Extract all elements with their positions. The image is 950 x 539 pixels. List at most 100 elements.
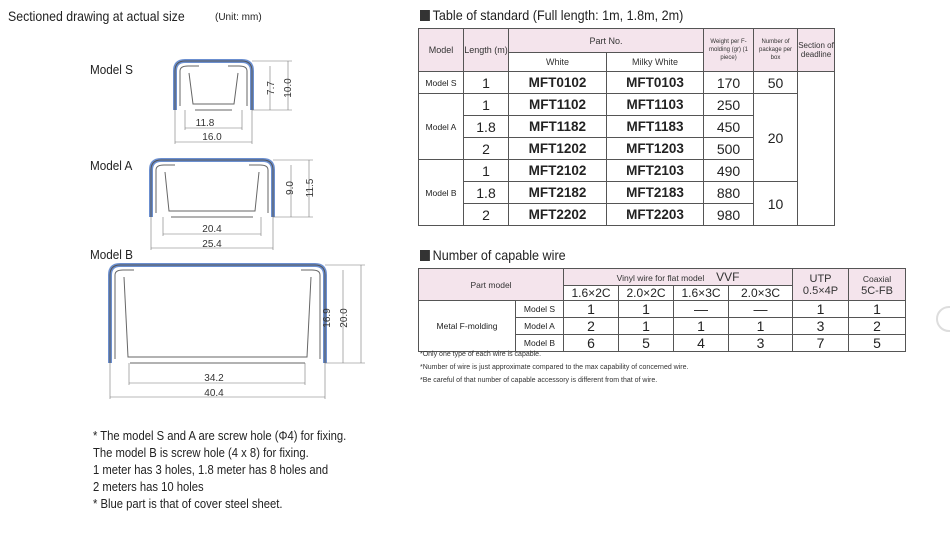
length-cell: 1 <box>463 93 509 116</box>
cover-outline <box>173 59 254 110</box>
header-weight: Weight per F-molding (gr) (1 piece) <box>703 28 755 72</box>
model-s-label: Model S <box>90 62 133 77</box>
cover-outline <box>149 158 275 217</box>
count-cell: 1 <box>618 300 675 318</box>
header-wire-size: 1.6×3C <box>673 285 730 301</box>
count-cell: 1 <box>728 317 794 335</box>
count-cell: 1 <box>673 317 730 335</box>
model-cell: Model S <box>418 71 464 94</box>
wire-note: *Be careful of that number of capable ac… <box>420 377 658 384</box>
white-part-cell: MFT1182 <box>508 115 607 138</box>
white-part-cell: MFT1202 <box>508 137 607 160</box>
cover-outline <box>108 263 327 363</box>
milky-part-cell: MFT1103 <box>605 93 705 116</box>
model-a-label: Model A <box>90 158 133 173</box>
white-part-cell: MFT2182 <box>508 181 607 204</box>
square-bullet-icon <box>420 9 430 21</box>
header-white: White <box>508 52 607 72</box>
deadline-cell <box>797 71 836 226</box>
circle-decoration-icon <box>936 306 950 332</box>
drawing-title: Sectioned drawing at actual size <box>8 8 185 24</box>
count-cell: 1 <box>848 300 907 318</box>
count-cell: 5 <box>618 334 675 352</box>
milky-part-cell: MFT0103 <box>605 71 705 94</box>
dim-b-outer-w: 40.4 <box>204 388 224 399</box>
dim-s-outer-h: 10.0 <box>283 78 294 98</box>
count-cell: 6 <box>563 334 620 352</box>
sectioned-drawings: 11.8 16.0 7.7 10.0 20.4 25.4 9.0 11.5 34… <box>108 59 365 399</box>
package-cell: 50 <box>753 71 799 94</box>
note-line: 2 meters has 10 holes <box>93 480 204 494</box>
count-cell: — <box>673 300 730 318</box>
white-part-cell: MFT0102 <box>508 71 607 94</box>
group-cell: Metal F-molding <box>418 300 516 352</box>
milky-part-cell: MFT2103 <box>605 159 705 182</box>
length-cell: 1.8 <box>463 181 509 204</box>
count-cell: 2 <box>563 317 620 335</box>
note-line: 1 meter has 3 holes, 1.8 meter has 8 hol… <box>93 463 329 477</box>
milky-part-cell: MFT2183 <box>605 181 705 204</box>
header-model: Model <box>418 28 464 72</box>
weight-cell: 980 <box>703 203 755 226</box>
dim-s-inner-h: 7.7 <box>266 81 277 95</box>
model-b-label: Model B <box>90 247 133 262</box>
length-cell: 2 <box>463 137 509 160</box>
note-line: The model B is screw hole (4 x 8) for fi… <box>93 446 309 460</box>
count-cell: 3 <box>728 334 794 352</box>
dim-s-outer-w: 16.0 <box>202 132 222 143</box>
header-wire-size: 2.0×3C <box>728 285 794 301</box>
header-wire-size: 1.6×2C <box>563 285 620 301</box>
header-part-model: Part model <box>417 268 565 301</box>
count-cell: 3 <box>792 317 850 335</box>
milky-part-cell: MFT1183 <box>605 115 705 138</box>
white-part-cell: MFT1102 <box>508 93 607 116</box>
note-line: * The model S and A are screw hole (Φ4) … <box>93 429 347 443</box>
model-cell: Model A <box>514 317 565 335</box>
header-wire-size: 2.0×2C <box>618 285 675 301</box>
dim-a-inner-h: 9.0 <box>285 181 296 195</box>
white-part-cell: MFT2202 <box>508 203 607 226</box>
count-cell: 1 <box>618 317 675 335</box>
unit-label: (Unit: mm) <box>215 12 262 23</box>
milky-part-cell: MFT1203 <box>605 137 705 160</box>
header-package: Number of package per box <box>753 28 799 72</box>
dim-b-inner-w: 34.2 <box>204 373 224 384</box>
length-cell: 1 <box>463 159 509 182</box>
dim-a-inner-w: 20.4 <box>202 224 222 235</box>
count-cell: 1 <box>563 300 620 318</box>
length-cell: 1.8 <box>463 115 509 138</box>
model-cell: Model S <box>514 300 565 318</box>
weight-cell: 450 <box>703 115 755 138</box>
dim-a-outer-h: 11.5 <box>305 178 316 197</box>
weight-cell: 500 <box>703 137 755 160</box>
length-cell: 1 <box>463 71 509 94</box>
count-cell: 4 <box>673 334 730 352</box>
count-cell: 2 <box>848 317 907 335</box>
dim-s-inner-w: 11.8 <box>196 118 215 129</box>
package-cell: 10 <box>753 181 799 226</box>
model-cell: Model A <box>418 93 464 160</box>
drawing-notes: * The model S and A are screw hole (Φ4) … <box>93 428 390 513</box>
header-vinyl: Vinyl wire for flat model VVF <box>563 268 794 286</box>
weight-cell: 170 <box>703 71 755 94</box>
count-cell: — <box>728 300 794 318</box>
model-cell: Model B <box>514 334 565 352</box>
square-bullet-icon <box>420 249 430 261</box>
dim-a-outer-w: 25.4 <box>202 239 222 250</box>
length-cell: 2 <box>463 203 509 226</box>
standard-title: Table of standard (Full length: 1m, 1.8m… <box>420 7 683 23</box>
header-deadline: Section of deadline <box>797 28 836 72</box>
header-part-no: Part No. <box>507 28 705 53</box>
dim-b-outer-h: 20.0 <box>339 308 350 328</box>
wire-note: *Only one type of each wire is capable. <box>420 351 542 358</box>
weight-cell: 490 <box>703 159 755 182</box>
